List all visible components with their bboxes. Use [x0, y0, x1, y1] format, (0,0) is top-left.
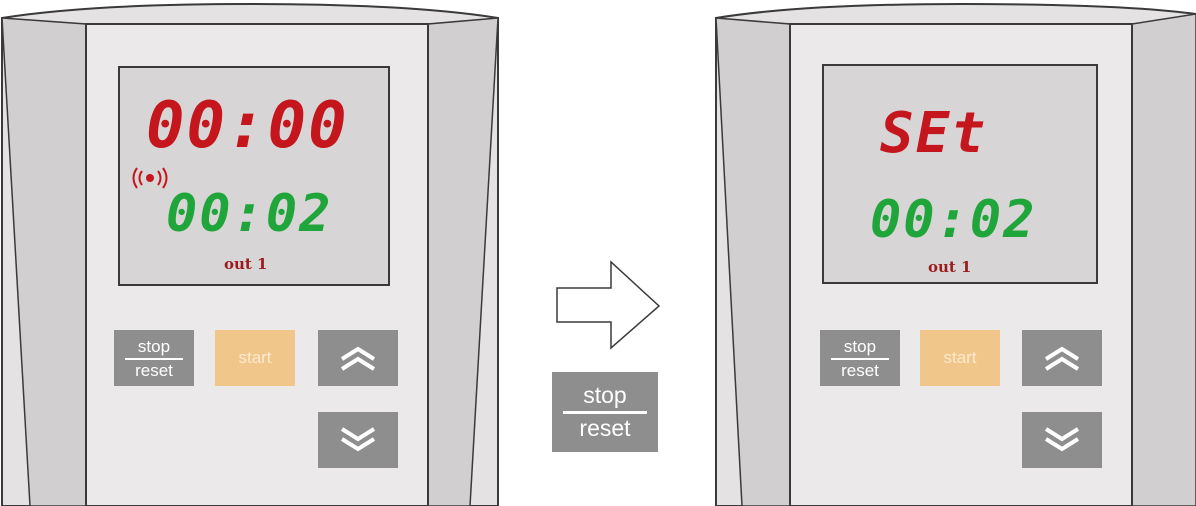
- lcd-display: [822, 64, 1098, 284]
- right-arrow-icon: [555, 260, 665, 350]
- down-button[interactable]: [1022, 412, 1102, 468]
- stop-reset-button[interactable]: stop reset: [114, 330, 194, 386]
- display-main-readout: SEt: [880, 106, 987, 162]
- double-chevron-up-icon: [338, 343, 378, 373]
- display-sub-readout: 00:02: [870, 194, 1037, 246]
- alarm-signal-icon: [130, 166, 170, 190]
- output-label: out 1: [224, 255, 268, 273]
- double-chevron-down-icon: [338, 425, 378, 455]
- start-label: start: [238, 348, 271, 368]
- start-button[interactable]: start: [215, 330, 295, 386]
- left-timer-device: 00:00 00:02 out 1 stop reset start: [0, 0, 500, 506]
- right-timer-device: SEt 00:02 out 1 stop reset start: [702, 0, 1196, 506]
- stop-label: stop: [138, 338, 170, 355]
- start-button[interactable]: start: [920, 330, 1000, 386]
- stop-reset-button[interactable]: stop reset: [820, 330, 900, 386]
- double-chevron-down-icon: [1042, 425, 1082, 455]
- reset-label: reset: [135, 362, 173, 379]
- stop-label: stop: [844, 338, 876, 355]
- display-sub-readout: 00:02: [166, 188, 333, 240]
- double-chevron-up-icon: [1042, 343, 1082, 373]
- stop-label: stop: [583, 384, 626, 407]
- down-button[interactable]: [318, 412, 398, 468]
- up-button[interactable]: [318, 330, 398, 386]
- output-label: out 1: [928, 258, 972, 276]
- start-label: start: [943, 348, 976, 368]
- reset-label: reset: [579, 417, 630, 440]
- pressed-stop-reset-button: stop reset: [552, 372, 658, 452]
- up-button[interactable]: [1022, 330, 1102, 386]
- display-main-readout: 00:00: [146, 94, 349, 158]
- reset-label: reset: [841, 362, 879, 379]
